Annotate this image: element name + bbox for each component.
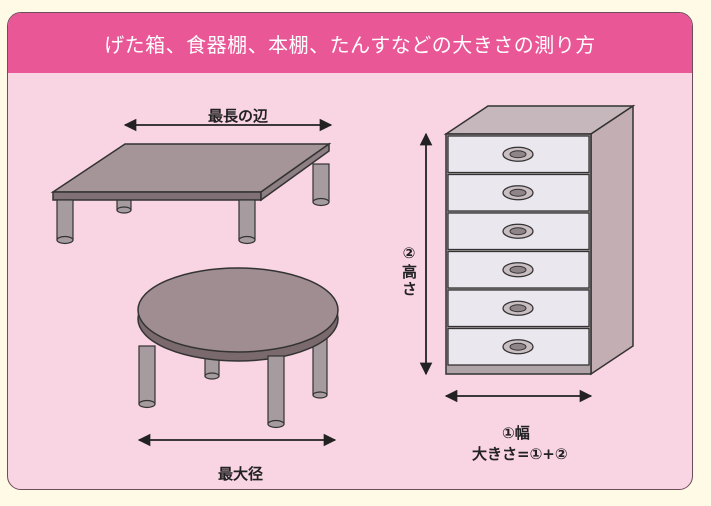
round-table	[137, 267, 339, 429]
drawer-handle-inner	[509, 265, 527, 274]
drawer-handle-inner	[509, 188, 527, 197]
rectangular-table	[50, 142, 332, 245]
guide-title: げた箱、食器棚、本棚、たんすなどの大きさの測り方	[8, 13, 692, 73]
max-diameter-label: 最大径	[218, 465, 264, 483]
drawers	[447, 135, 590, 366]
drawer-handle-inner	[509, 304, 527, 313]
furniture-illustration	[50, 104, 636, 447]
drawer-handle-inner	[509, 150, 527, 159]
size-formula-label: 大きさ=①+②	[472, 445, 568, 463]
width-label: ①幅	[502, 424, 530, 442]
drawer-handle-inner	[509, 227, 527, 236]
height-label: ②高さ	[400, 244, 418, 298]
longest-side-label: 最長の辺	[208, 107, 269, 125]
drawer-handle-inner	[509, 342, 527, 351]
